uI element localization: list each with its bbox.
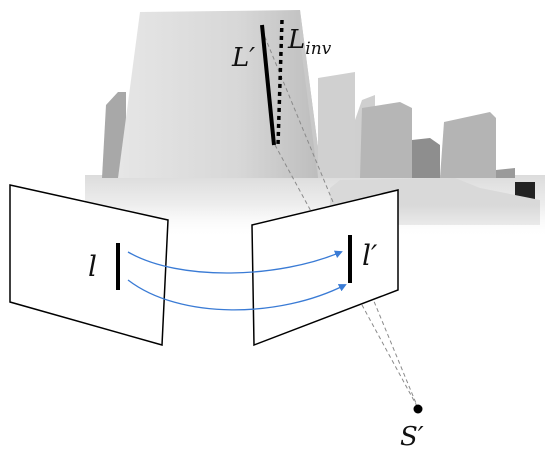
correspondence-arrows	[127, 250, 347, 311]
line-3d-solid	[260, 24, 276, 146]
label-L-inv-sub: inv	[305, 39, 331, 59]
label-l-prime: l′	[362, 239, 378, 272]
label-L-inv-base: L	[287, 25, 305, 55]
label-l: l	[88, 250, 97, 283]
point-s-prime	[413, 404, 423, 414]
line-inv-dotted	[276, 19, 284, 146]
building-right-1	[440, 112, 496, 178]
building-mid-3	[360, 102, 412, 178]
building-right-2	[496, 168, 515, 178]
label-S-prime: S′	[400, 422, 424, 452]
label-L-prime: L′	[231, 43, 255, 73]
building-dark	[412, 138, 440, 178]
building-mid-1	[318, 72, 355, 178]
image-plane-right	[251, 189, 399, 347]
image-plane-left	[9, 184, 169, 346]
arrow-bottom	[127, 279, 347, 311]
label-L-inv: Linv	[287, 25, 332, 59]
building-left-back	[102, 92, 126, 178]
tower-shadow	[300, 10, 322, 178]
arrow-top	[127, 250, 343, 274]
